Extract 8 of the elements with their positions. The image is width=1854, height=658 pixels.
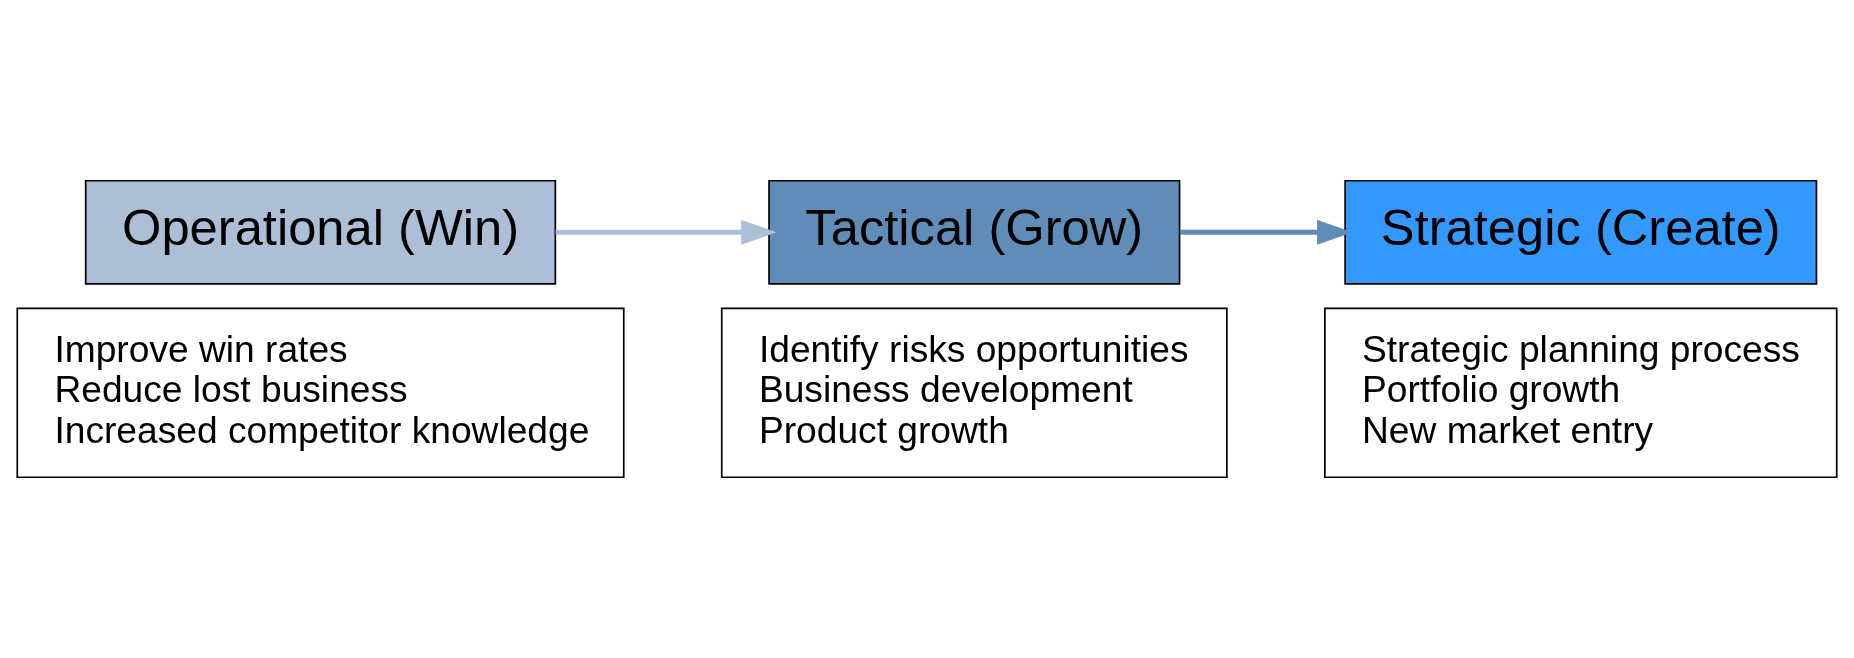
arrow — [555, 219, 777, 245]
node-box: Operational (Win) — [84, 179, 557, 285]
node-box: Tactical (Grow) — [768, 179, 1181, 285]
node-box: Strategic planning process Portfolio growth New market entry — [1324, 307, 1838, 479]
arrow — [1180, 219, 1353, 245]
node-box: Strategic (Create) — [1344, 179, 1818, 285]
node-box: Identify risks opportunities Business development Product growth — [720, 307, 1228, 479]
node-box: Improve win rates Reduce lost business Increased competitor knowledge — [16, 307, 625, 479]
